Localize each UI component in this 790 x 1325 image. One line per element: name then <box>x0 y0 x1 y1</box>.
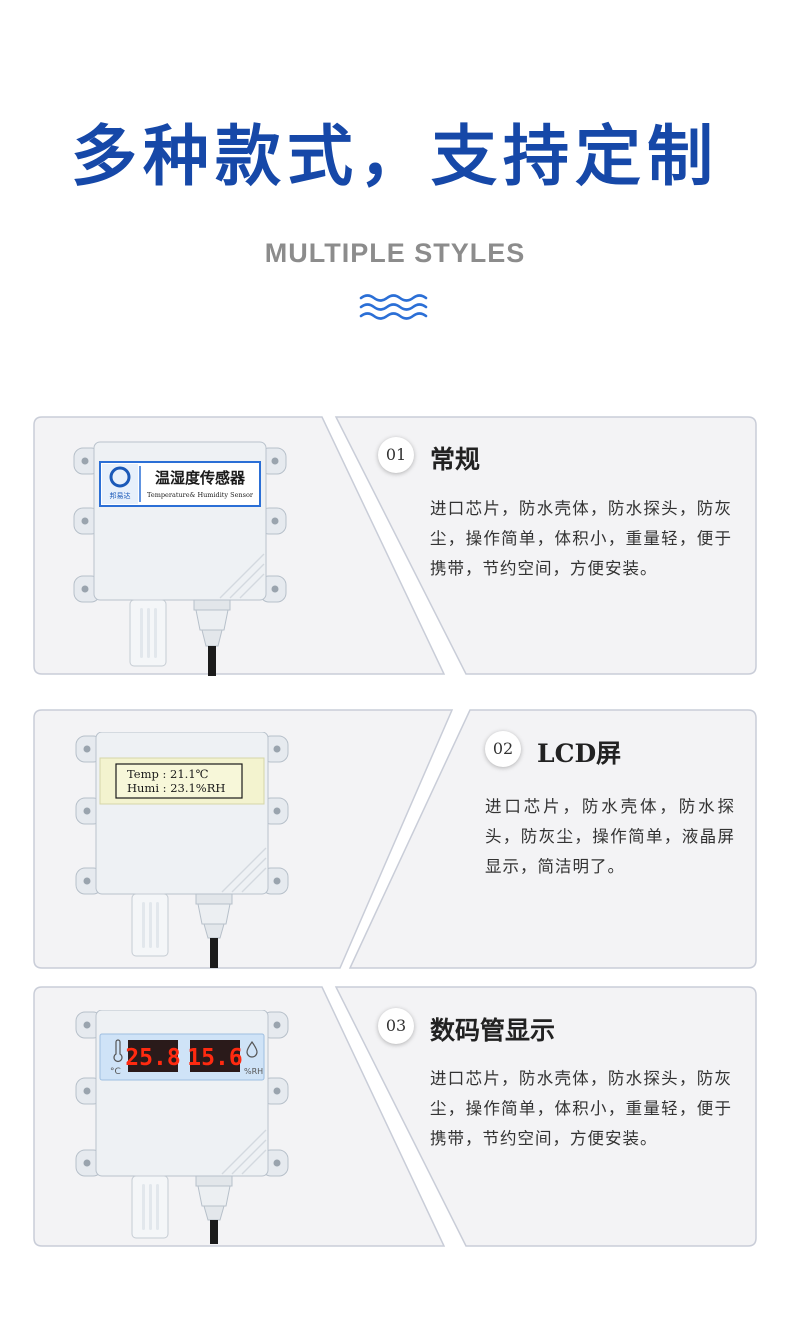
temp-led-value: 25.8 <box>125 1045 180 1071</box>
style-title: 常规 <box>430 445 481 474</box>
wave-icon <box>359 294 428 320</box>
style-description: 进口芯片，防水壳体，防水探头，防灰尘，操作简单，液晶屏显示，简洁明了。 <box>485 797 735 876</box>
device-logo-text: 邦易达 <box>110 491 131 500</box>
temp-unit: °C <box>110 1067 121 1077</box>
style-title: 数码管显示 <box>430 1016 556 1045</box>
page-title: 多种款式，支持定制 <box>71 118 719 195</box>
style-description: 进口芯片，防水壳体，防水探头，防灰尘，操作简单，体积小，重量轻，便于携带，节约空… <box>430 499 732 578</box>
style-card-regular: 邦易达 温湿度传感器 Temperature& Humidity Sensor … <box>0 412 790 684</box>
thermometer-icon <box>113 1039 123 1062</box>
sensor-device-digital: °C 25.8 15.6 %RH <box>75 1010 289 1244</box>
sensor-device-lcd: Temp : 21.1℃ Humi : 23.1%RH <box>75 732 289 968</box>
style-number-badge: 02 <box>485 731 521 767</box>
style-description: 进口芯片，防水壳体，防水探头，防灰尘，操作简单，体积小，重量轻，便于携带，节约空… <box>430 1069 732 1148</box>
lcd-line-2: Humi : 23.1%RH <box>127 781 225 795</box>
style-number-badge: 01 <box>378 437 414 473</box>
style-number-badge: 03 <box>378 1008 414 1044</box>
sensor-device-regular: 邦易达 温湿度传感器 Temperature& Humidity Sensor <box>73 441 287 676</box>
page-subtitle: MULTIPLE STYLES <box>264 238 526 268</box>
lcd-line-1: Temp : 21.1℃ <box>127 767 209 781</box>
style-title: LCD屏 <box>537 739 622 768</box>
water-drop-icon <box>246 1040 258 1058</box>
style-card-digital: °C 25.8 15.6 %RH 03 数码管显示 进口芯片，防水壳体，防水探头… <box>0 982 790 1254</box>
humidity-led-value: 15.6 <box>187 1045 242 1071</box>
style-card-lcd: Temp : 21.1℃ Humi : 23.1%RH 02 LCD屏 进口芯片… <box>0 706 790 976</box>
device-label-en: Temperature& Humidity Sensor <box>147 491 254 499</box>
device-label-cn: 温湿度传感器 <box>155 469 246 487</box>
humidity-unit: %RH <box>244 1067 263 1076</box>
